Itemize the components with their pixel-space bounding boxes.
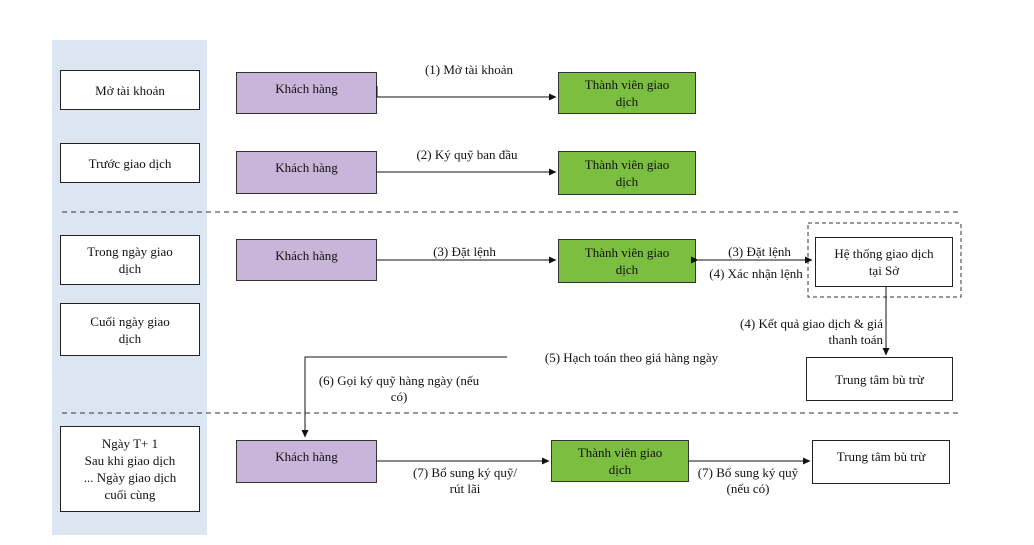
label-step3a: (3) Đặt lệnh: [433, 244, 496, 259]
arrow-step1: [376, 86, 557, 101]
label-step2: (2) Ký quỹ ban đầu: [416, 147, 518, 162]
khach-hang-box: Khách hàng: [236, 440, 377, 483]
stage-trong-ngay: Trong ngày giao dịch: [60, 235, 200, 285]
label-step7b: (7) Bổ sung ký quỹ (nếu có): [697, 465, 799, 496]
arrow-step5-6: [301, 356, 507, 438]
stage-mo-tai-khoan: Mở tài khoản: [60, 70, 200, 110]
exchange-frame: [807, 222, 962, 298]
thanh-vien-box: Thành viên giao dịch: [558, 239, 696, 283]
label-step4a: (4) Xác nhận lệnh: [709, 266, 803, 281]
he-thong-giao-dich-box: Hệ thống giao dịch tại Sở: [815, 237, 953, 287]
khach-hang-box: Khách hàng: [236, 72, 377, 114]
khach-hang-box: Khách hàng: [236, 151, 377, 194]
stage-ngay-t1: Ngày T+ 1 Sau khi giao dịch ... Ngày gia…: [60, 426, 200, 512]
thanh-vien-box: Thành viên giao dịch: [558, 72, 696, 114]
stage-cuoi-ngay: Cuối ngày giao dịch: [60, 303, 200, 356]
label-step1: (1) Mở tài khoản: [424, 62, 514, 77]
label-step6: (6) Gọi ký quỹ hàng ngày (nếu có): [318, 373, 480, 404]
trung-tam-bu-tru-box: Trung tâm bù trừ: [812, 440, 950, 484]
thanh-vien-box: Thành viên giao dịch: [551, 440, 689, 482]
trung-tam-bu-tru-box: Trung tâm bù trừ: [806, 357, 953, 401]
label-step4b: (4) Kết quả giao dịch & giá thanh toán: [740, 316, 883, 347]
label-step7a: (7) Bổ sung ký quỹ/ rút lãi: [413, 465, 517, 496]
label-step3b: (3) Đặt lệnh: [728, 244, 791, 259]
thanh-vien-box: Thành viên giao dịch: [558, 151, 696, 195]
label-step5: (5) Hạch toán theo giá hàng ngày: [544, 350, 719, 365]
stage-truoc-giao-dich: Trước giao dịch: [60, 143, 200, 183]
khach-hang-box: Khách hàng: [236, 239, 377, 281]
